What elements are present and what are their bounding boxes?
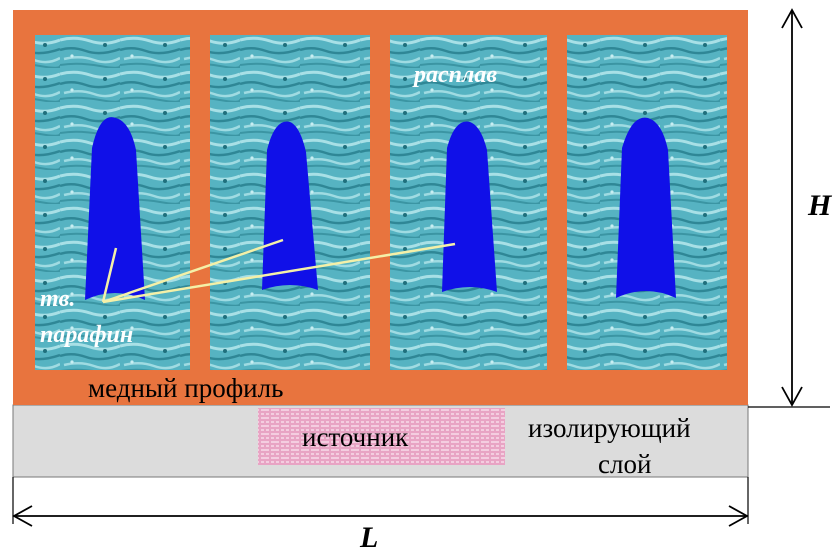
- height-arrow-bottom: [781, 386, 803, 407]
- height-label: H: [807, 189, 833, 222]
- insulating-layer-label-line2: слой: [598, 449, 651, 479]
- length-arrow-right: [728, 505, 749, 527]
- solid-paraffin-label-line2: парафин: [40, 322, 133, 348]
- heat-source: [258, 408, 505, 465]
- insulating-layer-label-line1: изолирующий: [528, 413, 691, 443]
- length-arrow-left: [12, 505, 33, 527]
- solid-paraffin-4: [616, 117, 676, 298]
- leader-line-1: [101, 247, 118, 303]
- melt-label: расплав: [412, 62, 497, 88]
- length-label: L: [359, 521, 378, 552]
- solid-paraffin-1: [85, 117, 145, 300]
- leader-line-2: [102, 238, 284, 304]
- leader-line-3: [102, 242, 456, 304]
- solid-paraffin-2: [262, 121, 318, 290]
- height-arrow-top: [781, 8, 803, 29]
- source-label: источник: [302, 422, 409, 452]
- solid-paraffin-label-line1: тв.: [40, 286, 75, 312]
- copper-profile-label: медный профиль: [88, 373, 283, 403]
- solid-paraffin-3: [442, 121, 497, 292]
